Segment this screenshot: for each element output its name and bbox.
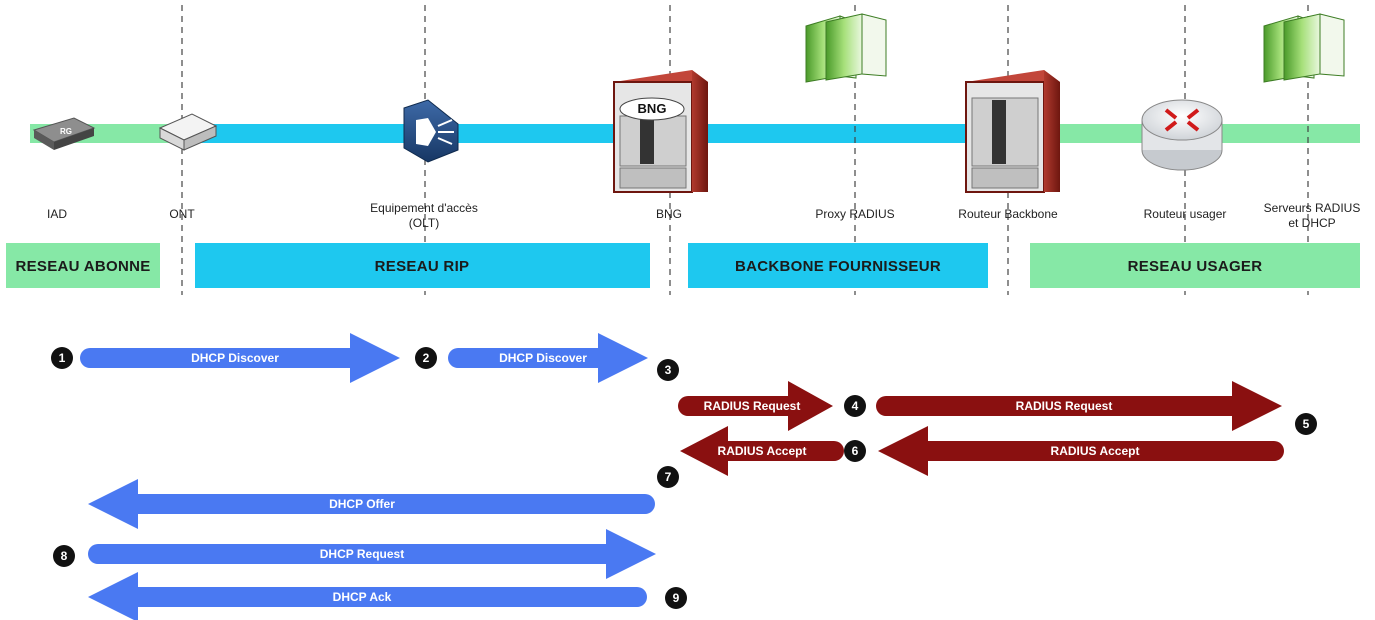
proxy-radius-server-icon [805,13,887,83]
arrow-dhcp-offer [88,479,655,529]
label-olt-line2: (OLT) [409,216,439,230]
step-4-marker: 4 [844,395,866,417]
zone-abonne [6,243,160,288]
arrow-dhcp-ack-label: DHCP Ack [333,590,392,604]
iad-device-icon: RG [32,117,96,150]
node-labels: IAD ONT Equipement d'accès (OLT) BNG Pro… [47,201,1360,230]
step-5-number: 5 [1303,417,1310,431]
label-iad: IAD [47,207,67,221]
arrow-dhcp-discover-2-label: DHCP Discover [499,351,587,365]
label-routeur-backbone: Routeur Backbone [958,207,1058,221]
label-routeur-usager: Routeur usager [1144,207,1227,221]
bng-rack-icon: BNG [613,70,708,193]
zone-backbone [688,243,988,288]
step-7-marker: 7 [657,466,679,488]
zone-usager [1030,243,1360,288]
step-9-marker: 9 [665,587,687,609]
step-2-marker: 2 [415,347,437,369]
step-6-marker: 6 [844,440,866,462]
label-serveurs-line1: Serveurs RADIUS [1264,201,1361,215]
step-8-number: 8 [61,549,68,563]
step-2-number: 2 [423,351,430,365]
routeur-backbone-rack-icon [965,70,1060,193]
step-3-marker: 3 [657,359,679,381]
arrow-dhcp-ack [88,572,647,620]
arrow-dhcp-discover-2 [448,333,648,383]
step-7-number: 7 [665,470,672,484]
bng-badge: BNG [638,101,667,116]
step-5-marker: 5 [1295,413,1317,435]
arrow-radius-request-2-label: RADIUS Request [1016,399,1113,413]
arrow-radius-accept-2-label: RADIUS Accept [1051,444,1140,458]
step-1-number: 1 [59,351,66,365]
label-serveurs-line2: et DHCP [1288,216,1335,230]
arrow-radius-request-1 [678,381,833,431]
arrow-dhcp-offer-label: DHCP Offer [329,497,395,511]
routeur-usager-icon [1141,99,1223,171]
ont-device-icon [158,113,218,151]
message-arrows: DHCP Discover DHCP Discover RADIUS Reque… [80,333,1284,620]
arrow-radius-accept-1 [680,426,844,476]
arrow-dhcp-request [88,529,656,579]
zone-rip [195,243,650,288]
step-6-number: 6 [852,444,859,458]
arrow-dhcp-discover-1 [80,333,400,383]
zone-banners: RESEAU ABONNE RESEAU RIP BACKBONE FOURNI… [6,243,1360,288]
step-8-marker: 8 [53,545,75,567]
zone-backbone-label: BACKBONE FOURNISSEUR [735,258,941,275]
step-4-number: 4 [852,399,859,413]
serveurs-radius-dhcp-icon [1263,13,1345,83]
arrow-radius-request-1-label: RADIUS Request [704,399,801,413]
zone-abonne-label: RESEAU ABONNE [15,258,150,275]
zone-usager-label: RESEAU USAGER [1128,258,1263,275]
arrow-dhcp-discover-1-label: DHCP Discover [191,351,279,365]
label-proxy-radius: Proxy RADIUS [815,207,894,221]
label-bng: BNG [656,207,682,221]
olt-device-icon [403,99,459,163]
zone-rip-label: RESEAU RIP [375,258,470,275]
step-1-marker: 1 [51,347,73,369]
step-markers: 1 2 3 4 5 6 7 8 [51,347,1317,609]
step-9-number: 9 [673,591,680,605]
arrow-radius-accept-2 [878,426,1284,476]
arrow-radius-accept-1-label: RADIUS Accept [718,444,807,458]
arrow-radius-request-2 [876,381,1282,431]
label-olt-line1: Equipement d'accès [370,201,478,215]
label-ont: ONT [169,207,195,221]
iad-badge: RG [60,127,72,136]
arrow-dhcp-request-label: DHCP Request [320,547,404,561]
step-3-number: 3 [665,363,672,377]
